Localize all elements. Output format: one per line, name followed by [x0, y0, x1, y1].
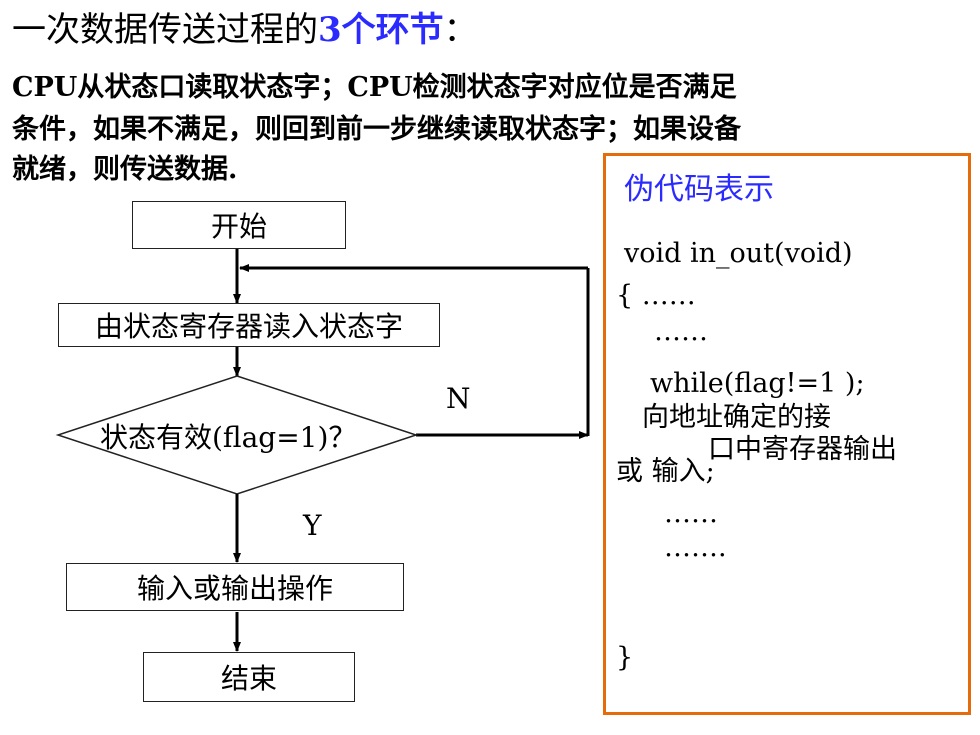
no-label: N [446, 382, 471, 415]
read-status-node: 由状态寄存器读入状态字 [58, 303, 440, 347]
io-operation-node: 输入或输出操作 [66, 563, 404, 611]
start-node: 开始 [132, 201, 346, 249]
code-line-7: 或 输入; [616, 456, 715, 487]
code-line-10: } [616, 642, 634, 673]
end-node: 结束 [143, 652, 355, 702]
code-line-8: …… [664, 498, 718, 529]
title-colon: ： [443, 10, 478, 50]
condition-label: 状态有效(flag=1)？ [100, 421, 357, 454]
yes-label: Y [303, 509, 322, 542]
description-line-1: CPU从状态口读取状态字；CPU检测状态字对应位是否满足 [12, 72, 737, 103]
code-line-6: 口中寄存器输出 [708, 434, 897, 465]
code-line-3: …… [654, 316, 708, 347]
title-text: 一次数据传送过程的 [12, 10, 318, 50]
code-line-5: 向地址确定的接 [642, 402, 831, 433]
pseudocode-title: 伪代码表示 [624, 172, 774, 207]
code-line-4: while(flag!=1 ); [650, 368, 865, 399]
pseudocode-panel: 伪代码表示 void in_out(void) { …… …… while(fl… [603, 153, 971, 715]
description-line-3: 就绪，则传送数据. [12, 154, 238, 185]
code-line-9: ……. [664, 532, 727, 563]
code-line-1: void in_out(void) [624, 238, 853, 269]
slide-title: 一次数据传送过程的3个环节： [12, 8, 478, 52]
description-line-2: 条件，如果不满足，则回到前一步继续读取状态字；如果设备 [12, 114, 741, 145]
code-line-2: { …… [616, 280, 696, 311]
title-highlight: 3个环节 [318, 10, 444, 50]
